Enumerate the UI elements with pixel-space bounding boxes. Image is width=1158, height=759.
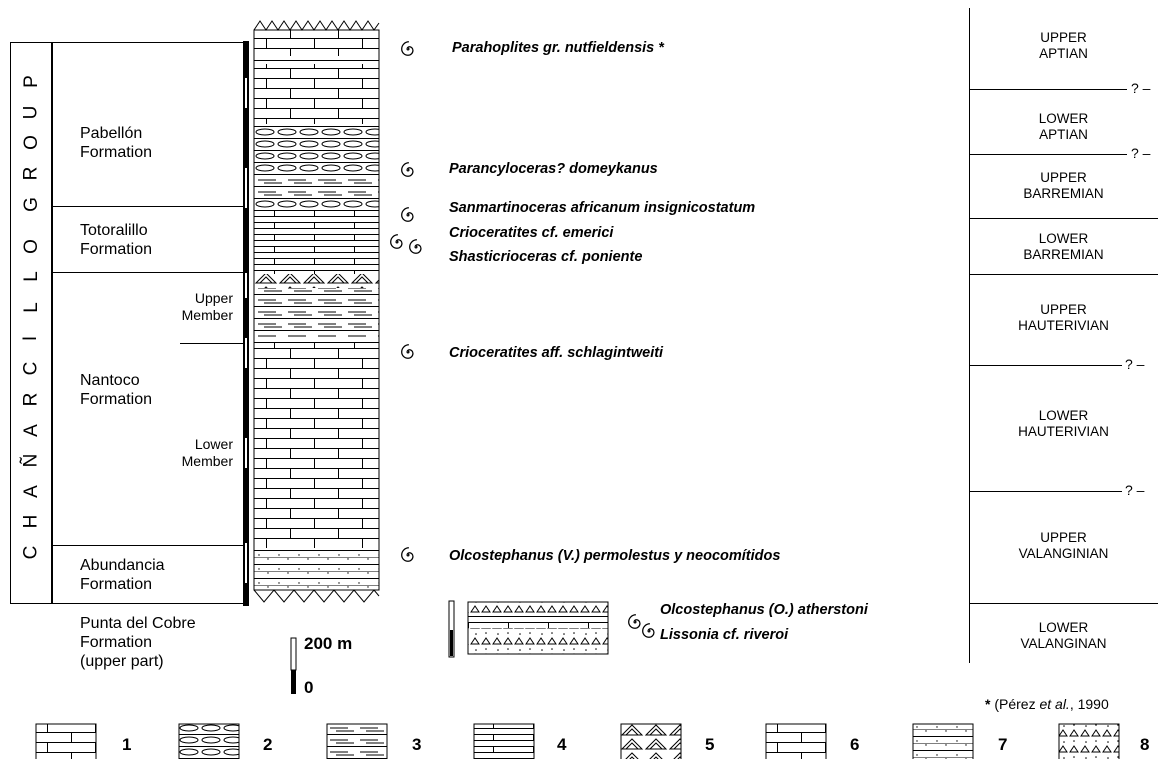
group-letter: H <box>20 515 42 529</box>
legend-swatch <box>178 723 240 759</box>
group-letter: L <box>20 302 42 313</box>
inset-fossil-label: Olcostephanus (O.) atherstoni <box>660 602 868 618</box>
legend-swatch <box>1058 723 1120 759</box>
legend-number: 6 <box>850 735 860 754</box>
legend-number: 4 <box>557 735 567 754</box>
legend-swatch <box>473 723 535 759</box>
scale-top-label: 200 m <box>304 634 353 653</box>
inset-fossil-label: Lissonia cf. riveroi <box>660 627 789 643</box>
group-letter: L <box>20 271 42 283</box>
legend-swatch <box>35 723 97 759</box>
ammonite-icon <box>640 622 658 640</box>
ammonite-icon <box>388 233 406 251</box>
citation-year: , 1990 <box>1069 696 1109 712</box>
legend-number: 2 <box>263 735 273 754</box>
fossil-label: Shasticrioceras cf. poniente <box>449 249 643 265</box>
group-letter: U <box>20 105 42 119</box>
ammonite-icon <box>399 206 417 224</box>
stage-column-border <box>969 8 970 663</box>
stage-label: UPPER APTIAN <box>1039 30 1088 61</box>
fossil-label: Crioceratites aff. schlagintweiti <box>449 345 664 361</box>
group-letter: I <box>20 335 42 341</box>
stage-label: UPPER BARREMIAN <box>1023 170 1104 201</box>
totoralillo-formation-label: Totoralillo Formation <box>80 222 153 258</box>
pabellon-formation-label: Pabellón Formation <box>80 125 153 161</box>
legend-swatch <box>912 723 974 759</box>
stratigraphic-column <box>243 20 380 606</box>
ammonite-icon <box>399 40 417 58</box>
lower-member-label: Lower Member <box>181 436 233 469</box>
group-letter: A <box>20 423 42 437</box>
uncertain-boundary-mark: ? – <box>1122 482 1148 498</box>
upper-member-label: Upper Member <box>181 290 233 323</box>
fossil-label: Crioceratites cf. emerici <box>449 225 614 241</box>
nantoco-formation-label: Nantoco Formation <box>80 372 153 408</box>
stage-label: LOWER APTIAN <box>1038 111 1089 142</box>
stage-divider <box>969 154 1127 155</box>
member-divider <box>180 343 247 344</box>
stage-divider <box>969 218 1158 219</box>
stage-label: LOWER BARREMIAN <box>1023 231 1104 262</box>
ammonite-icon <box>399 343 417 361</box>
legend-number: 3 <box>412 735 422 754</box>
scale-bottom-label: 0 <box>304 678 314 697</box>
legend-swatch <box>326 723 388 759</box>
group-letter: A <box>20 484 42 498</box>
fossil-label: Olcostephanus (V.) permolestus y neocomí… <box>449 548 781 564</box>
citation-etal: et al. <box>1039 696 1070 712</box>
stage-divider <box>969 603 1158 604</box>
group-letter: C <box>20 545 42 560</box>
fossil-label: Parancyloceras? domeykanus <box>449 161 658 177</box>
ammonite-icon <box>399 546 417 564</box>
stage-divider <box>969 365 1127 366</box>
citation-text: (Pérez <box>990 696 1040 712</box>
stage-label: UPPER VALANGINIAN <box>1018 530 1109 561</box>
group-letter: R <box>20 166 42 181</box>
ammonite-icon <box>407 238 425 256</box>
group-letter: Ñ <box>20 453 42 468</box>
stage-label: UPPER HAUTERIVIAN <box>1018 302 1109 333</box>
legend-number: 1 <box>122 735 132 754</box>
group-letter: C <box>20 361 42 376</box>
legend-number: 8 <box>1140 735 1150 754</box>
legend-swatch <box>620 723 682 759</box>
stage-label: LOWER HAUTERIVIAN <box>1018 408 1109 439</box>
group-letter: G <box>20 196 42 212</box>
stage-divider <box>969 274 1158 275</box>
stage-label: LOWER VALANGINAN <box>1020 620 1107 651</box>
citation-star: * <box>985 696 991 712</box>
legend-number: 7 <box>998 735 1008 754</box>
uncertain-boundary-mark: ? – <box>1122 356 1148 372</box>
ammonite-icon <box>399 161 417 179</box>
scale-bar <box>290 637 297 694</box>
fossil-label: Sanmartinoceras africanum insignicostatu… <box>449 200 756 216</box>
uncertain-boundary-mark: ? – <box>1128 80 1154 96</box>
group-letter: R <box>20 392 42 407</box>
group-letter: O <box>20 238 42 254</box>
group-letter: P <box>20 75 42 88</box>
group-letter: O <box>20 135 42 151</box>
legend-swatch <box>765 723 827 759</box>
inset-lithology <box>448 600 609 658</box>
citation-note: * (Pérez et al., 1990 <box>985 696 1109 712</box>
fossil-label: Parahoplites gr. nutfieldensis * <box>452 40 664 56</box>
punta-del-cobre-formation-label: Punta del Cobre Formation (upper part) <box>80 615 196 670</box>
legend-number: 5 <box>705 735 715 754</box>
abundancia-formation-label: Abundancia Formation <box>80 557 165 593</box>
stage-divider <box>969 491 1127 492</box>
uncertain-boundary-mark: ? – <box>1128 145 1154 161</box>
stage-divider <box>969 89 1127 90</box>
group-column <box>10 42 52 604</box>
